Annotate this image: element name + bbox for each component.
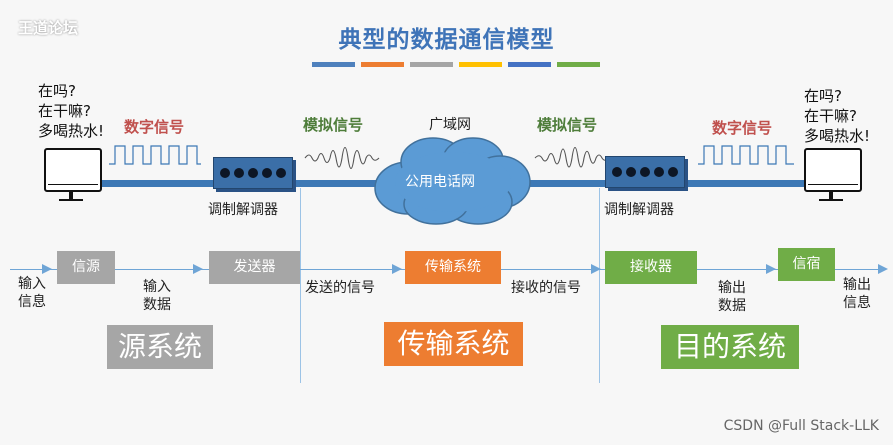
receiver-box: 接收器 [605, 251, 697, 284]
divider [599, 188, 600, 383]
input-data-label: 输入 数据 [143, 278, 171, 314]
wire-mid-right [522, 180, 610, 187]
label-line: 数据 [143, 297, 171, 313]
speech-line: 多喝热水! [804, 127, 871, 145]
arrow-icon [878, 264, 888, 274]
source-system-box: 源系统 [107, 325, 213, 369]
output-data-label: 输出 数据 [718, 279, 746, 315]
title-bar [459, 62, 502, 67]
cloud-label: 公用电话网 [405, 174, 475, 190]
digital-signal-label-right: 数字信号 [712, 119, 773, 137]
label-line: 数据 [718, 298, 746, 314]
modem-label-right: 调制解调器 [604, 202, 674, 218]
transmission-box: 传输系统 [405, 251, 501, 284]
monitor-icon [804, 148, 862, 201]
arrow-icon [193, 264, 203, 274]
input-info-label: 输入 信息 [18, 275, 46, 311]
transmitter-box: 发送器 [209, 251, 300, 284]
analog-wave-icon [304, 146, 380, 170]
received-signal-label: 接收的信号 [511, 280, 581, 296]
arrow-icon [591, 264, 601, 274]
title-bar [312, 62, 355, 67]
wire-left [100, 180, 218, 187]
speech-line: 在干嘛? [38, 102, 91, 120]
label-line: 输入 [143, 279, 171, 295]
modem-icon [605, 156, 685, 188]
title-bar [361, 62, 404, 67]
label-line: 信息 [18, 294, 46, 310]
watermark-csdn: CSDN @Full Stack-LLK [723, 418, 879, 434]
sent-signal-label: 发送的信号 [305, 280, 375, 296]
title-bar [410, 62, 453, 67]
modem-label-left: 调制解调器 [208, 202, 278, 218]
diagram-title: 典型的数据通信模型 [338, 27, 555, 53]
wan-label: 广域网 [429, 117, 471, 133]
destination-system-box: 目的系统 [661, 325, 799, 369]
source-box: 信源 [57, 251, 115, 284]
arrow-icon [766, 264, 776, 274]
label-line: 输出 [718, 280, 746, 296]
label-line: 输出 [843, 277, 871, 293]
watermark-logo: 王道论坛 [18, 19, 79, 37]
arrow-icon [392, 264, 402, 274]
square-wave-icon [109, 145, 201, 165]
arrow-icon [42, 264, 52, 274]
left-speech: 在吗? 在干嘛? 多喝热水! [38, 81, 104, 141]
analog-wave-icon [534, 146, 610, 168]
digital-signal-label-left: 数字信号 [124, 118, 185, 136]
label-line: 信息 [843, 295, 871, 311]
transmission-system-box: 传输系统 [384, 322, 523, 366]
analog-signal-label-left: 模拟信号 [303, 116, 364, 134]
title-bar [557, 62, 600, 67]
square-wave-icon [698, 145, 794, 165]
title-color-bars [312, 62, 600, 67]
cloud-icon [374, 137, 531, 225]
wire-right [687, 180, 805, 187]
speech-line: 在吗? [38, 82, 76, 100]
output-info-label: 输出 信息 [843, 276, 871, 312]
wire-mid-left [292, 180, 384, 187]
divider [300, 188, 301, 383]
speech-line: 多喝热水! [38, 122, 105, 140]
label-line: 输入 [18, 276, 46, 292]
monitor-icon [44, 148, 102, 201]
speech-line: 在吗? [804, 87, 842, 105]
title-bar [508, 62, 551, 67]
sink-box: 信宿 [778, 248, 835, 281]
right-speech: 在吗? 在干嘛? 多喝热水! [804, 86, 870, 146]
modem-icon [213, 157, 293, 189]
analog-signal-label-right: 模拟信号 [537, 116, 598, 134]
speech-line: 在干嘛? [804, 107, 857, 125]
